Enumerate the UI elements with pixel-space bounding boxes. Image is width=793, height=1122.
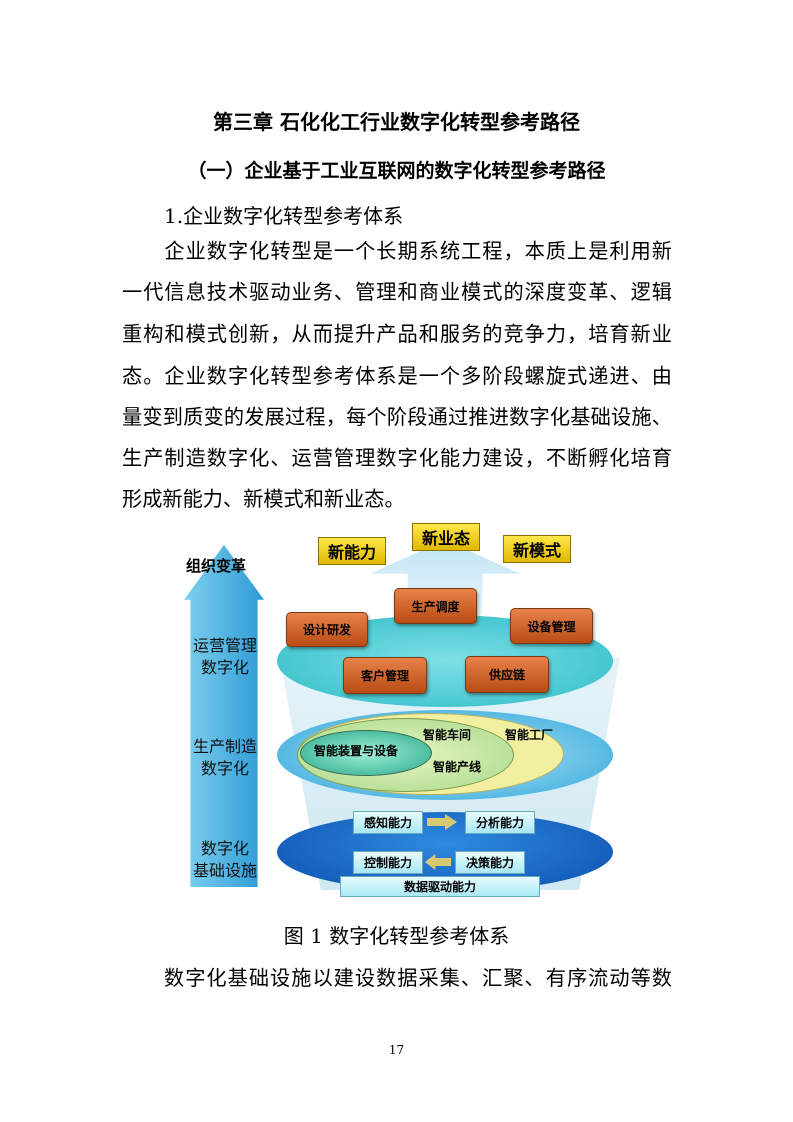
operation-box: 设计研发 bbox=[286, 612, 368, 647]
operation-box: 供应链 bbox=[465, 656, 549, 693]
arrow-left-icon bbox=[425, 854, 451, 870]
paragraph-line: 态。企业数字化转型参考体系是一个多阶段螺旋式递进、由 bbox=[122, 364, 672, 388]
production-label: 智能产线 bbox=[433, 760, 482, 774]
operation-box: 生产调度 bbox=[394, 588, 477, 624]
arrow-right-icon bbox=[427, 814, 457, 830]
chapter-title: 第三章 石化化工行业数字化转型参考路径 bbox=[213, 110, 580, 134]
page-number: 17 bbox=[388, 1043, 405, 1057]
capability-box: 分析能力 bbox=[465, 811, 535, 834]
production-label: 智能装置与设备 bbox=[314, 744, 399, 758]
level-label: 运营管理 数字化 bbox=[192, 636, 257, 677]
level-label: 生产制造 数字化 bbox=[192, 737, 257, 778]
paragraph-line: 一代信息技术驱动业务、管理和商业模式的深度变革、逻辑 bbox=[122, 280, 672, 304]
paragraph-line: 量变到质变的发展过程，每个阶段通过推进数字化基础设施、 bbox=[122, 405, 672, 429]
level-label: 数字化 基础设施 bbox=[192, 839, 257, 880]
outcome-box: 新业态 bbox=[412, 523, 480, 551]
production-label: 智能工厂 bbox=[505, 728, 554, 742]
paragraph-line: 形成新能力、新模式和新业态。 bbox=[122, 487, 405, 511]
capability-box: 数据驱动能力 bbox=[340, 876, 540, 897]
smart-device-ellipse bbox=[300, 730, 432, 776]
production-label: 智能车间 bbox=[423, 728, 472, 742]
capability-box: 决策能力 bbox=[455, 851, 525, 874]
paragraph-line: 重构和模式创新，从而提升产品和服务的竞争力，培育新业 bbox=[122, 322, 672, 346]
outcome-box: 新模式 bbox=[503, 535, 571, 563]
transformation-diagram: 组织变革 运营管理 数字化 生产制造 数字化 数字化 基础设施 新能力 新业态 … bbox=[180, 520, 620, 900]
paragraph-line: 数字化基础设施以建设数据采集、汇聚、有序流动等数 bbox=[164, 966, 672, 990]
paragraph-line: 企业数字化转型是一个长期系统工程，本质上是利用新 bbox=[122, 239, 672, 263]
outcome-box: 新能力 bbox=[318, 537, 386, 565]
subsection-title: 1.企业数字化转型参考体系 bbox=[164, 204, 404, 228]
operation-box: 设备管理 bbox=[510, 608, 593, 644]
section-title: （一）企业基于工业互联网的数字化转型参考路径 bbox=[187, 160, 606, 182]
org-change-label: 组织变革 bbox=[186, 557, 247, 575]
figure-caption: 图 1 数字化转型参考体系 bbox=[283, 924, 510, 948]
left-arrow bbox=[184, 545, 264, 887]
operation-box: 客户管理 bbox=[343, 657, 427, 694]
capability-box: 控制能力 bbox=[353, 851, 423, 874]
paragraph-line: 生产制造数字化、运营管理数字化能力建设，不断孵化培育 bbox=[122, 446, 672, 470]
capability-box: 感知能力 bbox=[353, 811, 423, 834]
